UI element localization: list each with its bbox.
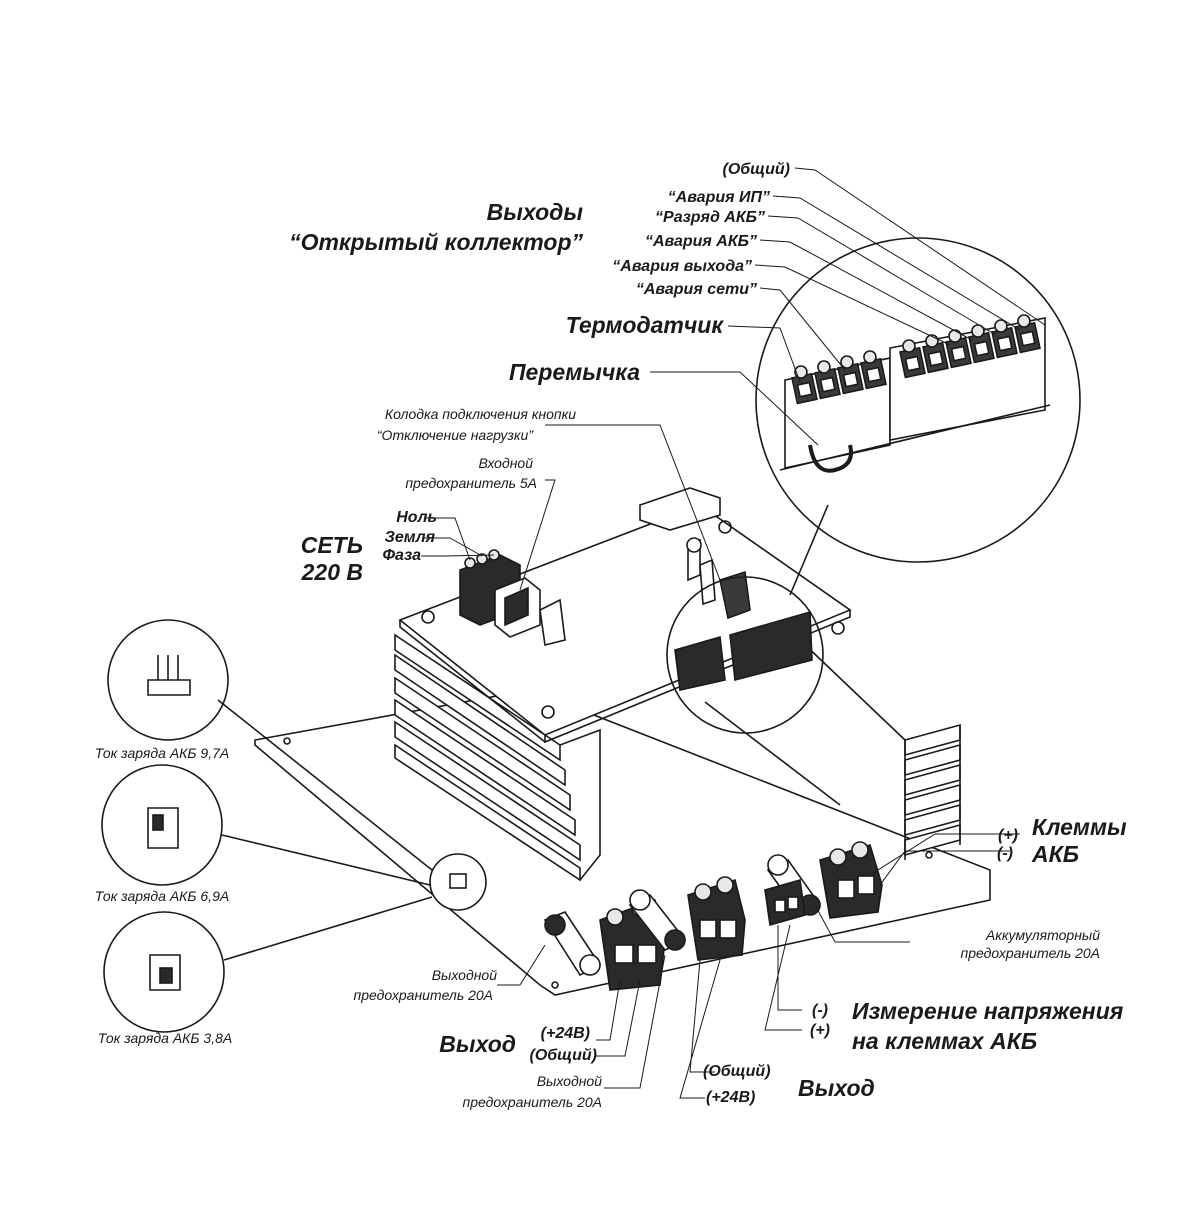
leader-lines [421, 167, 1046, 1099]
measure-title-2: на клеммах АКБ [852, 1028, 1037, 1054]
output-left-title: Выход [439, 1031, 516, 1057]
battery-terminals-title-1: Клеммы [1032, 814, 1127, 840]
jumper-circle-2 [101, 764, 223, 886]
input-fuse-line2: предохранитель 5А [405, 475, 537, 491]
heatsink-right [799, 639, 961, 860]
jumper-circle-1 [107, 619, 229, 741]
battery-fuse-line2: предохранитель 20А [961, 945, 1100, 961]
measure-title-1: Измерение напряжения [852, 998, 1124, 1024]
thermo-label: Термодатчик [566, 312, 725, 338]
mains-wire-neutral: Ноль [396, 509, 437, 526]
open-collector-title-1: Выходы [487, 199, 584, 225]
mains-wire-phase: Фаза [383, 547, 422, 564]
output-right-title: Выход [798, 1075, 875, 1101]
button-connector [699, 558, 751, 620]
output-fuse-left-line1: Выходной [432, 967, 497, 983]
button-block-line2: “Отключение нагрузки” [377, 427, 534, 443]
jumper-zoom-source [217, 699, 487, 961]
battery-terminal-plus: (+) [998, 827, 1018, 844]
oc-terminal-output-fault: “Авария выхода” [612, 258, 752, 275]
battery-fuse-line1: Аккумуляторный [985, 927, 1100, 943]
output-fuse-mid-line1: Выходной [537, 1073, 602, 1089]
charge-current-9-7: Ток заряда АКБ 9,7А [95, 745, 229, 761]
output-fuse-mid [628, 889, 687, 952]
button-block-line1: Колодка подключения кнопки [385, 406, 576, 422]
jumper-circle-3 [103, 911, 225, 1033]
oc-terminal-psu-fault: “Авария ИП” [668, 189, 770, 206]
charge-current-6-9: Ток заряда АКБ 6,9А [95, 888, 229, 904]
led-indicator [686, 537, 702, 582]
signals-zoom-circle [755, 237, 1081, 596]
output-fuse-left [543, 911, 602, 977]
output-right-common: (Общий) [703, 1063, 771, 1080]
output-left-common: (Общий) [529, 1047, 597, 1064]
measure-terminal [764, 878, 806, 927]
heatsink-left [394, 633, 601, 882]
mains-wire-ground: Земля [385, 529, 436, 546]
battery-terminals-title-2: АКБ [1031, 841, 1079, 867]
output-right-plus: (+24В) [706, 1089, 755, 1106]
signals-zoom-source [666, 576, 841, 806]
oc-terminal-battery-fault: “Авария АКБ” [645, 233, 757, 250]
charge-current-3-8: Ток заряда АКБ 3,8А [98, 1030, 232, 1046]
output-fuse-left-line2: предохранитель 20А [354, 987, 493, 1003]
output-left-plus: (+24В) [541, 1025, 590, 1042]
open-collector-title-2: “Открытый коллектор” [289, 229, 583, 255]
input-fuse-holder [494, 577, 566, 646]
measure-minus: (-) [812, 1002, 828, 1019]
jumper-label: Перемычка [509, 359, 640, 385]
mains-title-1: СЕТЬ [301, 532, 363, 558]
output-terminal-right [687, 876, 746, 961]
battery-terminal-minus: (-) [997, 845, 1013, 862]
input-fuse-line1: Входной [478, 455, 533, 471]
oc-terminal-battery-discharge: “Разряд АКБ” [655, 209, 765, 226]
mains-title-2: 220 В [301, 559, 363, 585]
measure-plus: (+) [810, 1022, 830, 1039]
labels: Выходы “Открытый коллектор” (Общий) “Ава… [95, 161, 1127, 1110]
oc-terminal-common: (Общий) [722, 161, 790, 178]
battery-terminal [819, 841, 883, 919]
oc-terminal-mains-fault: “Авария сети” [636, 281, 757, 298]
output-fuse-mid-line2: предохранитель 20А [463, 1094, 602, 1110]
